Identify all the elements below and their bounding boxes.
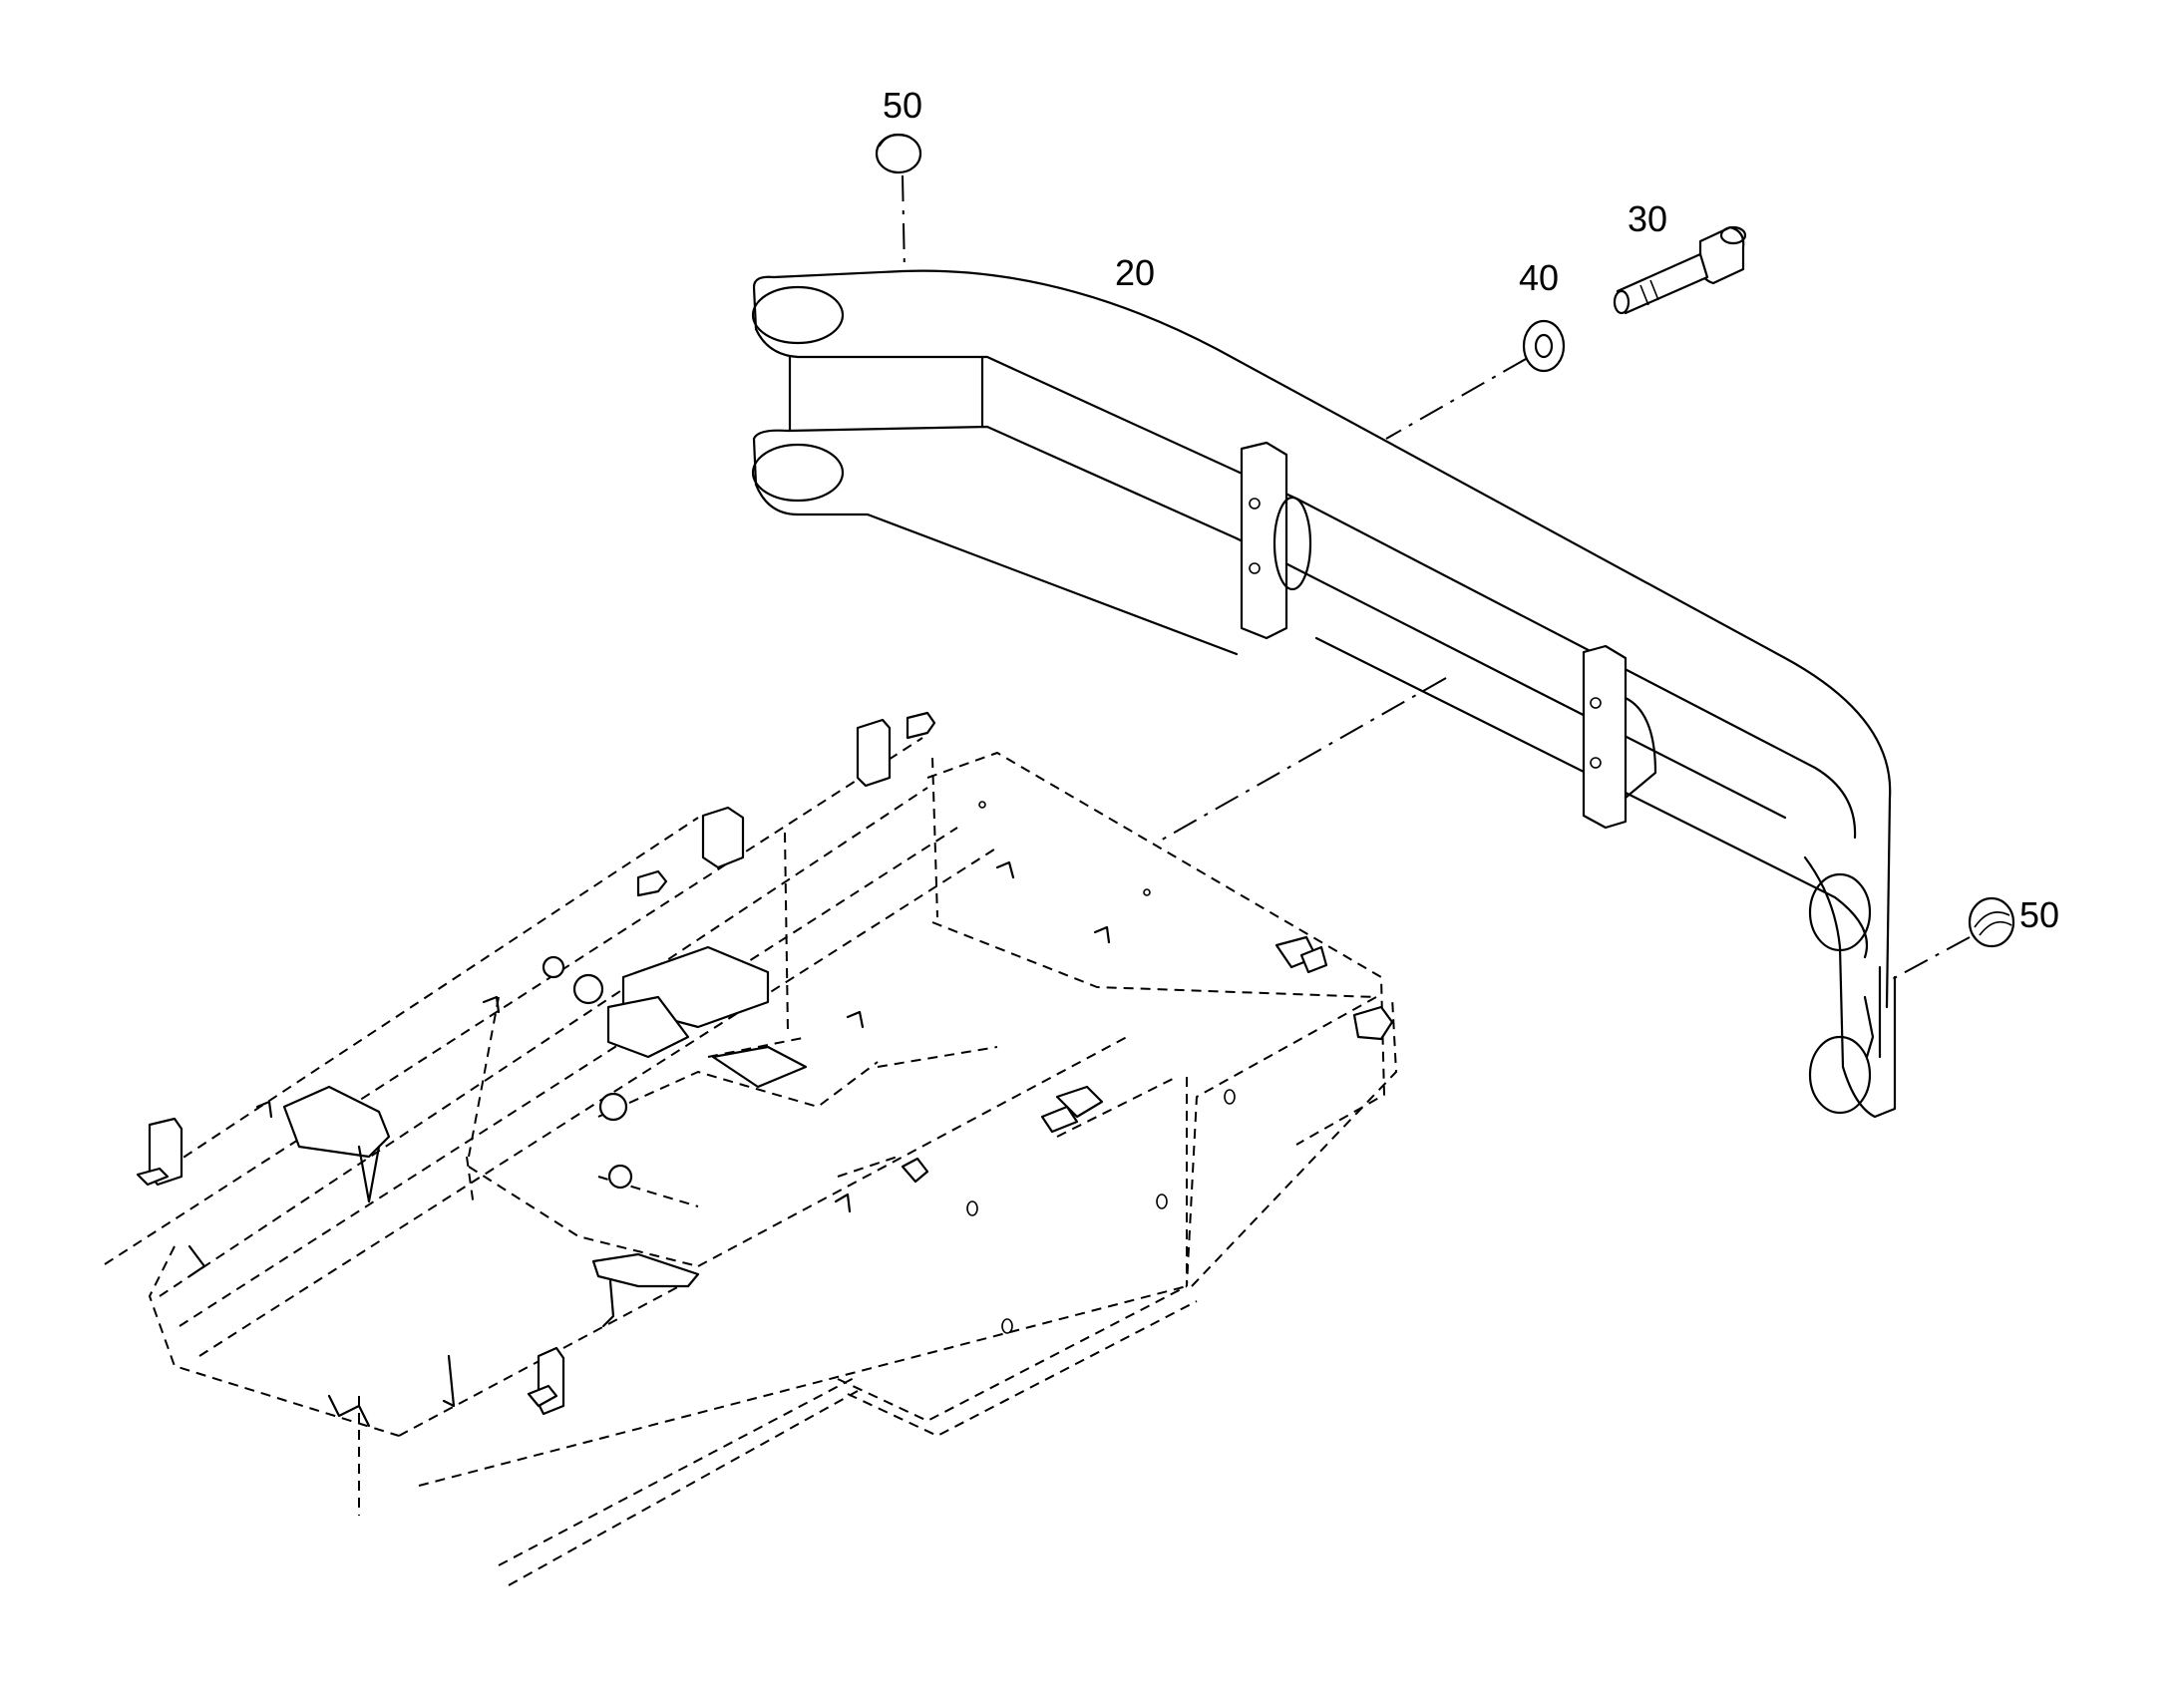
boom-frame-part-20 (751, 269, 1897, 1119)
callout-20: 20 (1115, 252, 1155, 293)
callout-30: 30 (1628, 198, 1667, 239)
base-frame-brackets (136, 711, 1394, 1428)
cap-part-50-top (875, 133, 922, 272)
callout-50-right: 50 (2019, 894, 2059, 935)
base-frame-phantom (104, 737, 1397, 1586)
washer-part-40 (1385, 319, 1566, 440)
leader-boom-base (1156, 677, 1447, 844)
callout-50-top: 50 (883, 85, 922, 126)
cap-part-50-right (1886, 896, 2015, 983)
bolt-part-30 (1613, 225, 1747, 315)
callout-40: 40 (1519, 257, 1559, 298)
